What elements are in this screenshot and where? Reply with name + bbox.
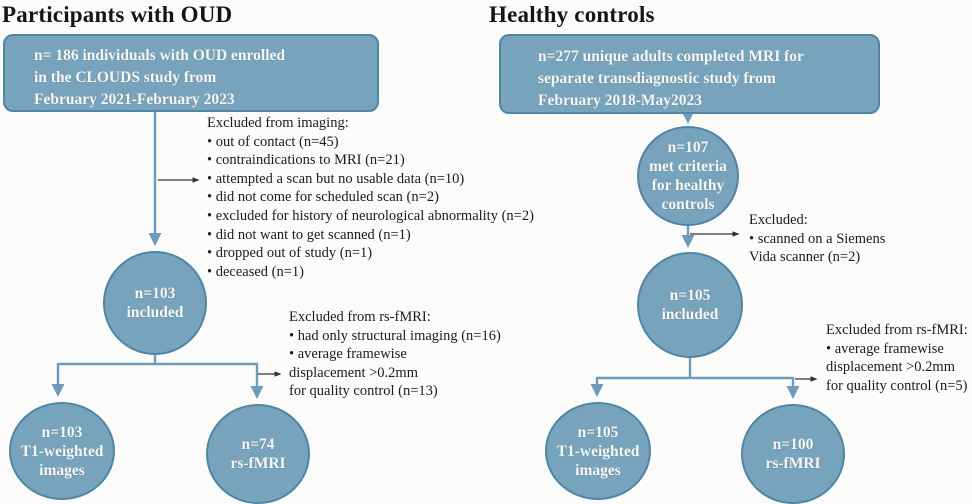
text-line: included [661,306,719,323]
text-line: n=103 [41,423,83,441]
text-line: n=277 unique adults completed MRI for [538,48,804,65]
left-column-heading: Participants with OUD [2,2,233,27]
text-line: for healthy [651,177,725,194]
oud-fmri-circle: n=74 rs-fMRI [206,404,310,504]
text-line: T1-weighted [556,442,640,460]
text-line: • scanned on a Siemens [749,230,886,247]
text-line: n=103 [134,285,176,302]
oud-imaging-exclusions-note: Excluded from imaging: • out of contact (… [207,114,534,281]
text-line: February 2021-February 2023 [34,91,235,108]
text-line: n=107 [667,139,709,156]
text-line: Excluded: [749,212,808,228]
text-line: • did not come for scheduled scan (n=2) [207,189,439,206]
text-line: rs-fMRI [230,455,286,472]
text-line: rs-fMRI [765,455,821,472]
text-line: n=74 [241,436,275,453]
text-line: controls [661,196,715,213]
text-line: Vida scanner (n=2) [749,249,861,266]
text-line: • did not want to get scanned (n=1) [207,226,411,243]
text-line: met criteria [649,158,727,175]
text-line: • excluded for history of neurological a… [207,207,534,224]
hc-fmri-exclusions-note: Excluded from rs-fMRI: • average framewis… [826,321,968,395]
text-line: displacement >0.2mm [826,359,955,376]
text-line: images [575,461,621,479]
right-column-heading: Healthy controls [489,2,655,27]
text-line: separate transdiagnostic study from [538,70,776,87]
text-line: Excluded from rs-fMRI: [826,322,968,338]
oud-fmri-exclusions-note: Excluded from rs-fMRI: • had only structu… [289,308,501,401]
text-line: • attempted a scan but no usable data (n… [207,170,465,187]
text-line: images [39,461,85,479]
text-line: • dropped out of study (n=1) [207,245,373,262]
oud-enrollment-box: n= 186 individuals with OUD enrolled in t… [3,34,379,112]
hc-enrollment-box: n=277 unique adults completed MRI for sep… [499,34,880,114]
oud-included-circle: n=103 included [103,251,207,355]
text-line: Excluded from imaging: [207,115,349,131]
text-line: for quality control (n=13) [289,383,438,400]
text-line: • average framewise [826,340,944,357]
text-line: T1-weighted [20,442,104,460]
text-line: in the CLOUDS study from [34,69,217,86]
text-line: n=105 [669,287,711,304]
text-line: n= 186 individuals with OUD enrolled [34,47,286,64]
text-line: n=100 [772,436,814,453]
text-line: n=105 [577,423,619,441]
text-line: for quality control (n=5) [826,377,968,394]
text-line: Excluded from rs-fMRI: [289,309,431,325]
hc-included-circle: n=105 included [637,252,743,358]
text-line: included [126,304,184,321]
text-line: February 2018-May2023 [538,92,703,109]
hc-criteria-circle: n=107 met criteria for healthy controls [637,126,739,226]
text-line: • deceased (n=1) [207,263,304,280]
text-line: • average framewise [289,346,407,363]
hc-fmri-circle: n=100 rs-fMRI [741,404,845,504]
text-line: • contraindications to MRI (n=21) [207,152,405,169]
text-line: • out of contact (n=45) [207,133,339,150]
text-line: • had only structural imaging (n=16) [289,327,501,344]
text-line: displacement >0.2mm [289,364,418,381]
